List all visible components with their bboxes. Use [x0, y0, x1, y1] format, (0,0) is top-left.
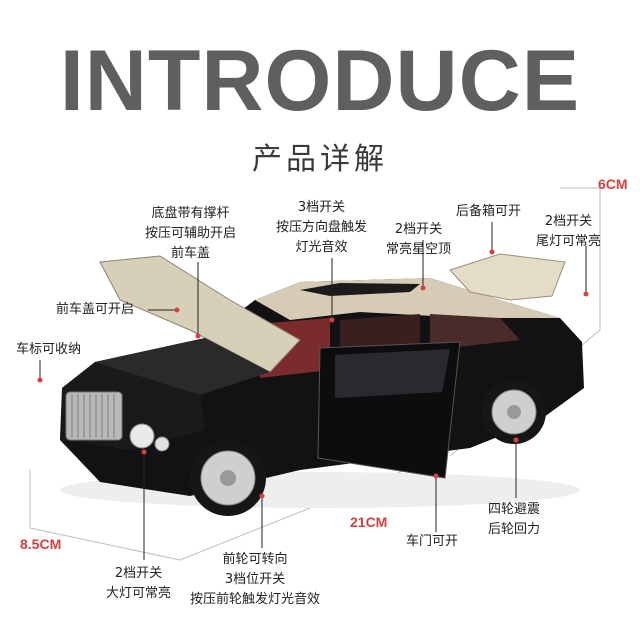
- door-window: [335, 349, 450, 398]
- switch3-line-3: 灯光音效: [295, 240, 348, 255]
- headlight-line-2: 大灯可常亮: [106, 586, 172, 601]
- rear-window: [430, 314, 520, 350]
- taillight-line-2: 尾灯可常亮: [536, 234, 602, 249]
- starry-line-1: 2档开关: [394, 222, 443, 237]
- chassis-line-1: 底盘带有撑杆: [151, 206, 230, 221]
- open-trunk: [449, 253, 566, 301]
- headlight-line-1: 2档开关: [114, 566, 163, 581]
- badge-line-1: 车标可收纳: [16, 342, 82, 357]
- switch3-line-1: 3档开关: [297, 200, 346, 215]
- steering-line-1: 前轮可转向: [222, 552, 288, 567]
- page-subtitle: 产品详解: [252, 142, 388, 177]
- steering-line-3: 按压前轮触发灯光音效: [190, 592, 321, 607]
- door-label: 车门可开: [406, 532, 458, 552]
- chassis-line-2: 按压可辅助开启: [145, 226, 237, 241]
- hood-label: 前车盖可开启: [56, 300, 134, 320]
- trunk-label: 后备箱可开: [456, 202, 521, 222]
- chassis-line-3: 前车盖: [171, 246, 211, 261]
- trunk-line-1: 后备箱可开: [456, 204, 522, 219]
- starry-label: 2档开关 常亮星空顶: [386, 220, 451, 260]
- hood-line-1: 前车盖可开启: [56, 302, 135, 317]
- door-line-1: 车门可开: [406, 534, 459, 549]
- front-wheel: [190, 440, 266, 516]
- length-dimension: 21CM: [350, 514, 388, 530]
- badge-label: 车标可收纳: [16, 340, 81, 360]
- chassis-label: 底盘带有撑杆 按压可辅助开启 前车盖: [145, 204, 236, 264]
- suspension-label: 四轮避震 后轮回力: [488, 500, 540, 540]
- suspension-line-1: 四轮避震: [488, 502, 541, 517]
- rear-wheel: [482, 380, 546, 444]
- taillight-line-1: 2档开关: [544, 214, 593, 229]
- height-dimension: 6CM: [598, 176, 628, 192]
- starry-line-2: 常亮星空顶: [386, 242, 452, 257]
- callout-lines: [37, 222, 589, 560]
- headlight-icon: [129, 423, 155, 449]
- suspension-line-2: 后轮回力: [488, 522, 541, 537]
- taillight-label: 2档开关 尾灯可常亮: [536, 212, 601, 252]
- switch3-label: 3档开关 按压方向盘触发 灯光音效: [276, 198, 367, 258]
- sunroof: [300, 283, 420, 296]
- steering-label: 前轮可转向 3档位开关 按压前轮触发灯光音效: [190, 550, 320, 610]
- switch3-line-2: 按压方向盘触发: [276, 220, 368, 235]
- open-hood: [99, 255, 301, 373]
- width-dimension: 8.5CM: [20, 536, 62, 552]
- page-title: INTRODUCE: [59, 33, 581, 129]
- steering-line-2: 3档位开关: [224, 572, 286, 587]
- headlight-label: 2档开关 大灯可常亮: [106, 564, 171, 604]
- headlight-small-icon: [154, 436, 170, 452]
